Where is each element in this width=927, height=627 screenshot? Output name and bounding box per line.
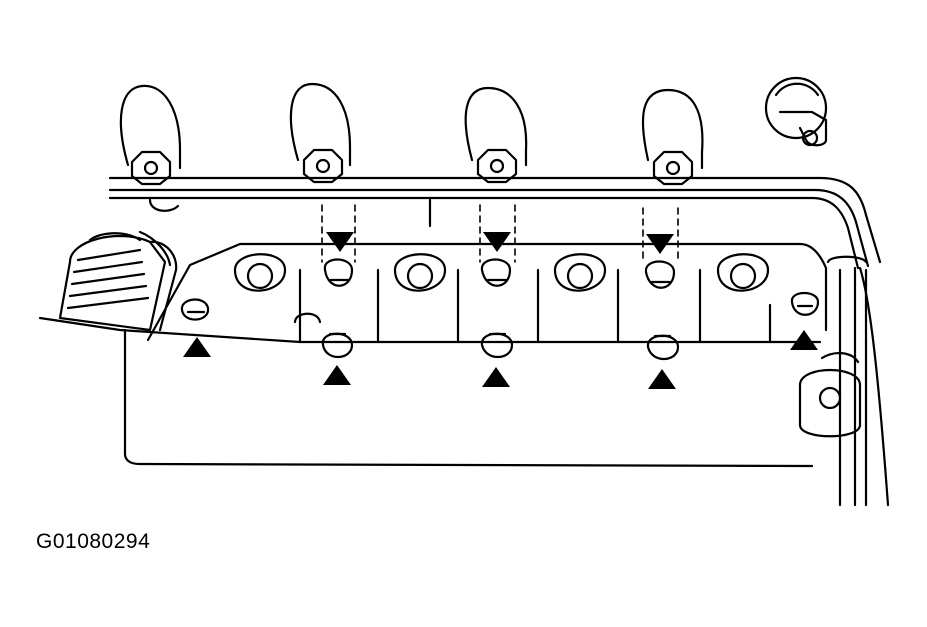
figure-code-label: G01080294 [36,530,151,553]
sensor-plug [764,76,828,147]
dipstick-tube [798,255,890,507]
oil-filler-cap [58,230,178,332]
cover-bolts [180,258,820,361]
callout-arrow-up-3 [482,367,510,387]
callout-arrow-down-2 [483,232,511,252]
callout-arrow-up-2 [323,365,351,385]
callout-arrow-down-3 [646,234,674,254]
injector-4 [641,88,704,170]
callout-arrow-up-5 [790,330,818,350]
injector-2 [289,82,352,167]
injectors [119,82,704,186]
callout-arrow-down-1 [326,232,354,252]
injector-1 [119,84,182,170]
callout-arrow-up-1 [183,337,211,357]
engine-valve-cover-diagram [38,76,890,507]
callout-arrows [183,232,818,389]
injector-3 [464,86,528,167]
fuel-rail [108,176,882,270]
valve-cover [38,242,828,468]
callout-arrow-up-4 [648,369,676,389]
leader-lines [321,204,679,263]
